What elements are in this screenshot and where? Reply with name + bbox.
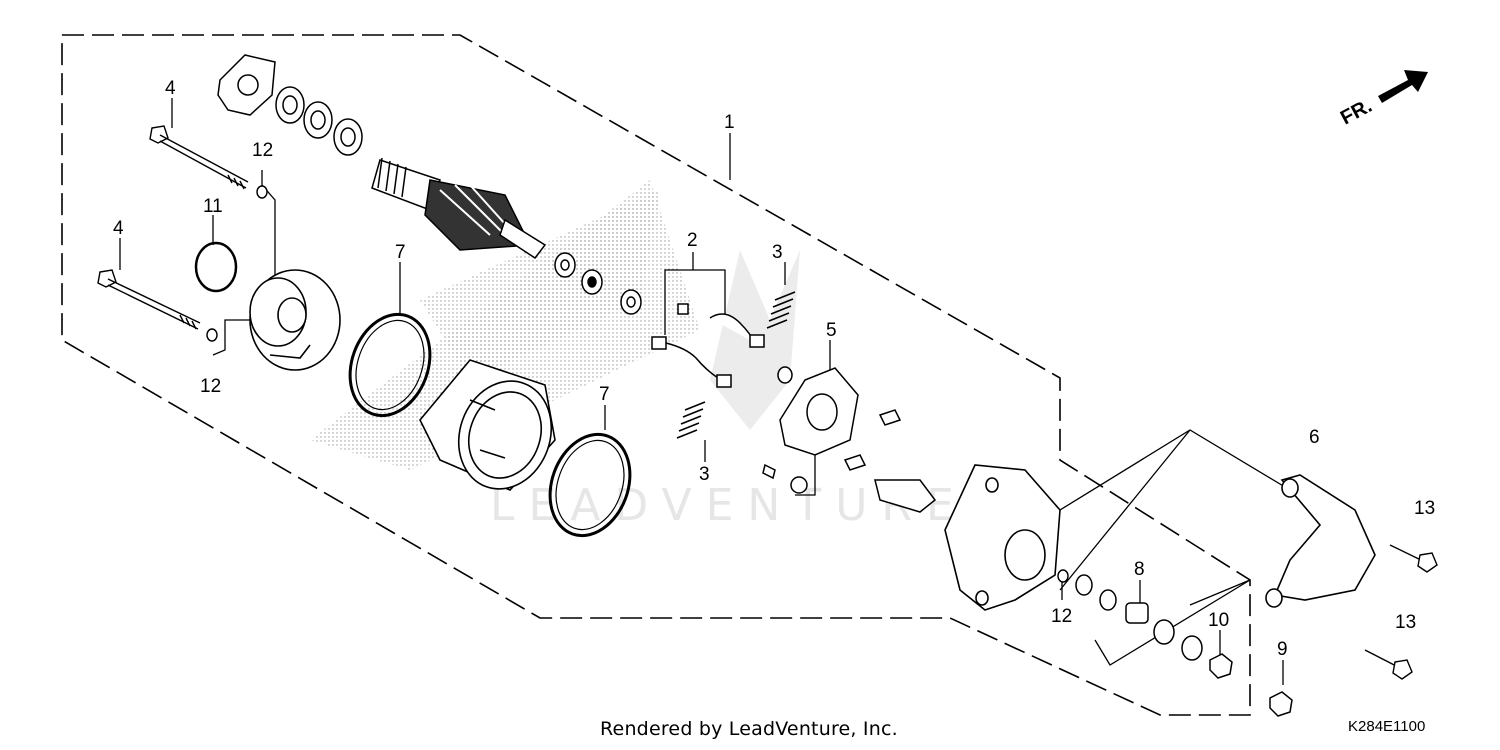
- callout-10: 10: [1208, 610, 1229, 631]
- assembly-outline: [61, 34, 1251, 716]
- watermark: LEADVENTURE: [490, 250, 954, 531]
- callout-1: 1: [724, 112, 735, 133]
- callout-13-upper: 13: [1414, 498, 1435, 519]
- thrust-washers: [275, 86, 363, 156]
- bolt-4-lower: [97, 269, 201, 330]
- callout-12-top: 12: [252, 140, 273, 161]
- callout-5: 5: [826, 320, 837, 341]
- callout-7-lower: 7: [599, 384, 610, 405]
- callout-4-lower: 4: [113, 218, 124, 239]
- terminal-cover-6: [1265, 474, 1376, 608]
- callouts: 1 2 3 3 4 4 5 6 7 7 8 9 10 11 12 12 12 1…: [113, 78, 1435, 660]
- washer-12-mid: [206, 328, 218, 342]
- brush-set-2: [651, 303, 765, 388]
- callout-4-upper: 4: [165, 78, 176, 99]
- bushing-and-washers: [1075, 574, 1293, 717]
- callout-6: 6: [1309, 427, 1320, 448]
- rendered-by-footer: Rendered by LeadVenture, Inc.: [600, 718, 898, 740]
- bolt-13-lower: [1364, 649, 1413, 680]
- lock-plate: [217, 54, 276, 116]
- front-direction-arrow: FR.: [1337, 70, 1428, 129]
- washer-12-top: [256, 185, 268, 199]
- yoke-housing: [419, 359, 556, 491]
- bolt-4-upper: [149, 125, 249, 190]
- callout-3-lower: 3: [699, 464, 710, 485]
- bushing-8: [1125, 602, 1149, 624]
- callout-2: 2: [687, 230, 698, 251]
- rear-cover: [944, 464, 1061, 611]
- o-ring-7-right: [548, 432, 632, 538]
- callout-11: 11: [203, 196, 223, 217]
- spring-3-upper: [766, 291, 796, 329]
- callout-9: 9: [1277, 639, 1288, 660]
- nut-10: [1209, 653, 1233, 679]
- arrow-icon: [1378, 70, 1428, 103]
- callout-3-upper: 3: [772, 242, 783, 263]
- armature-washers: [554, 252, 642, 315]
- svg-text:FR.: FR.: [1337, 95, 1376, 130]
- spring-3-lower: [676, 401, 706, 439]
- callout-12-mid: 12: [200, 376, 221, 397]
- front-cover: [249, 269, 341, 371]
- callout-7-upper: 7: [395, 242, 406, 263]
- callout-13-lower: 13: [1395, 612, 1416, 633]
- brush-holder-5: [762, 366, 937, 513]
- o-ring-7-left: [348, 312, 432, 418]
- diagram-code: K284E1100: [1348, 718, 1426, 735]
- nut-9: [1269, 691, 1293, 717]
- callout-12-right: 12: [1051, 606, 1072, 627]
- bolt-13-upper: [1389, 544, 1438, 573]
- armature: [371, 157, 547, 260]
- callout-8: 8: [1134, 559, 1145, 580]
- o-ring-11: [194, 241, 238, 293]
- washer-12-right: [1057, 569, 1069, 583]
